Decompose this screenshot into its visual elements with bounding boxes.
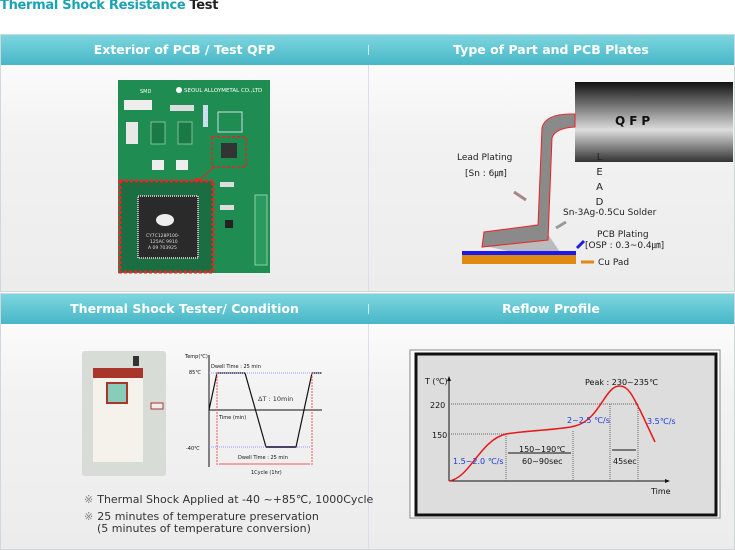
title-main: Thermal Shock Resistance (0, 0, 186, 13)
header-part-type: Type of Part and PCB Plates (453, 42, 649, 57)
divider (368, 65, 369, 291)
top-panels: Exterior of PCB / Test QFP Type of Part … (0, 34, 735, 292)
header-reflow: Reflow Profile (502, 301, 600, 316)
top-header: Exterior of PCB / Test QFP Type of Part … (1, 35, 734, 65)
note-1: ※Thermal Shock Applied at -40 ~+85℃, 100… (84, 493, 374, 506)
header-tester: Thermal Shock Tester/ Condition (70, 301, 299, 316)
divider (368, 324, 369, 549)
bottom-header: Thermal Shock Tester/ Condition Reflow P… (1, 294, 734, 324)
title-suffix: Test (189, 0, 219, 13)
header-exterior: Exterior of PCB / Test QFP (93, 42, 276, 57)
note-2: ※25 minutes of temperature preservation(… (84, 510, 319, 535)
